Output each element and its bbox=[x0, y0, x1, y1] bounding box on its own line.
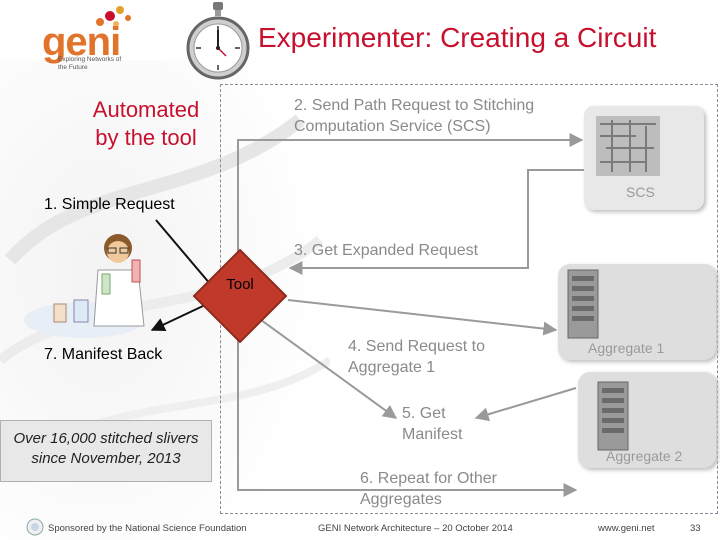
aggregate-1-label: Aggregate 1 bbox=[588, 340, 665, 356]
stat-text: Over 16,000 stitched slivers since Novem… bbox=[13, 430, 199, 467]
scs-label: SCS bbox=[626, 184, 655, 200]
step-7-label: 7. Manifest Back bbox=[44, 346, 163, 363]
automated-annotation: Automated by the tool bbox=[92, 97, 200, 150]
aggregate-2-server-icon bbox=[597, 381, 629, 451]
page-number: 33 bbox=[690, 523, 701, 534]
step-2-label: 2. Send Path Request to Stitching Comput… bbox=[294, 97, 535, 135]
step-3-label: 3. Get Expanded Request bbox=[294, 242, 479, 259]
stopwatch-icon bbox=[186, 2, 250, 80]
aggregate-2-label: Aggregate 2 bbox=[606, 448, 683, 464]
page-title: Experimenter: Creating a Circuit bbox=[258, 22, 657, 53]
step-4-label: 4. Send Request to Aggregate 1 bbox=[348, 338, 485, 376]
logo-wordmark: geni bbox=[42, 20, 121, 64]
step-1-label: 1. Simple Request bbox=[44, 196, 175, 213]
nsf-logo-icon bbox=[26, 518, 44, 536]
scs-circuit-icon bbox=[596, 116, 660, 176]
footer-sponsor: Sponsored by the National Science Founda… bbox=[48, 523, 247, 534]
geni-logo: geni Exploring Networks of the Future bbox=[36, 4, 146, 76]
stat-callout: Over 16,000 stitched slivers since Novem… bbox=[0, 420, 212, 482]
step-5-label: 5. Get Manifest bbox=[402, 405, 463, 443]
aggregate-1-server-icon bbox=[567, 269, 599, 339]
logo-dots-icon bbox=[96, 6, 131, 27]
footer-event: GENI Network Architecture – 20 October 2… bbox=[318, 523, 513, 534]
tool-label: Tool bbox=[226, 276, 254, 293]
tool-diamond bbox=[192, 248, 288, 344]
step-6-label: 6. Repeat for Other Aggregates bbox=[360, 470, 497, 508]
footer-url: www.geni.net bbox=[598, 523, 655, 534]
logo-tagline: Exploring Networks of the Future bbox=[58, 56, 122, 71]
scientist-icon bbox=[24, 234, 145, 338]
